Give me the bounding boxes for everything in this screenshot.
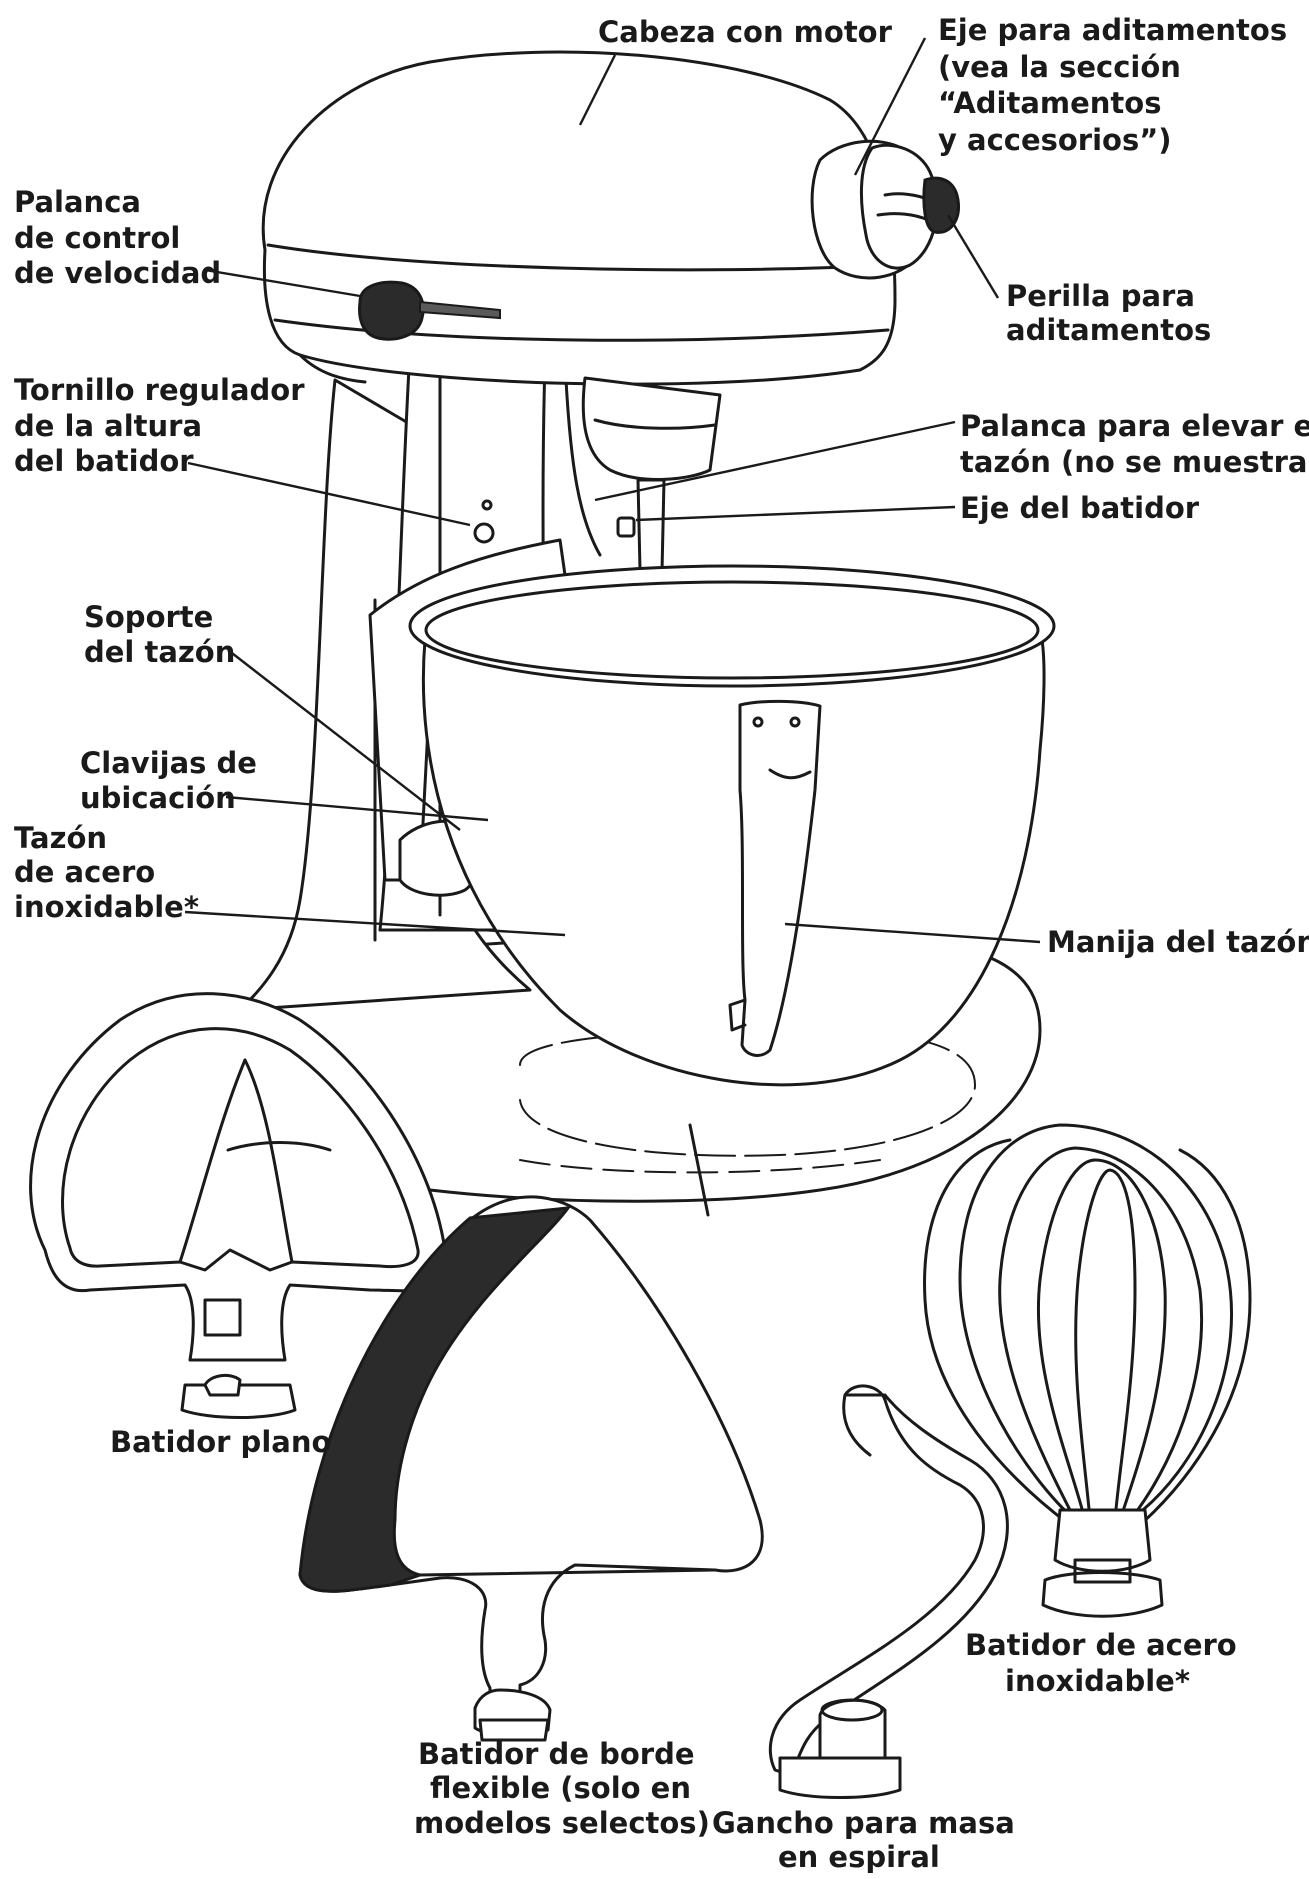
label-attachment-hub-line-2: (vea la sección [938, 50, 1181, 84]
label-bowl-line-1: Tazón [14, 821, 107, 855]
speed-lever-knob-icon [358, 280, 425, 341]
flex-edge-icon [298, 1206, 572, 1593]
leader-bowl [184, 910, 566, 937]
label-whip-line-2: inoxidable* [1005, 1664, 1190, 1698]
leader-bowl-support [227, 649, 461, 831]
label-bowl-support-line-1: Soporte [84, 600, 213, 634]
label-height-screw-line-1: Tornillo regulador [14, 373, 305, 407]
leader-beater-shaft [635, 505, 956, 522]
label-whip-line-1: Batidor de acero [965, 1628, 1237, 1662]
label-speed-lever-line-2: de control [14, 221, 180, 255]
label-dough-hook-line-1: Gancho para masa [712, 1806, 1015, 1840]
leader-speed-lever [204, 268, 361, 298]
flat-beater-illustration [29, 992, 448, 1419]
label-bowl-line-2: de acero [14, 855, 155, 889]
leader-bowl-lift [594, 420, 956, 502]
label-attachment-hub-line-4: y accesorios”) [938, 123, 1172, 157]
label-beater-shaft: Eje del batidor [960, 491, 1200, 525]
leader-bowl-handle [784, 922, 1041, 944]
leader-height-screw [187, 461, 471, 527]
leader-motor-head [578, 54, 617, 126]
label-motor-head: Cabeza con motor [598, 15, 893, 49]
label-bowl-lift-line-1: Palanca para elevar el [960, 409, 1309, 443]
wire-whip-illustration [923, 1123, 1252, 1618]
label-locating-pins-line-1: Clavijas de [80, 746, 257, 780]
label-speed-lever-line-3: de velocidad [14, 256, 221, 290]
label-attachment-hub-line-3: “Aditamentos [938, 86, 1161, 120]
label-flex-beater-line-2: flexible (solo en [430, 1771, 691, 1805]
leader-lines [184, 37, 1041, 944]
label-bowl-support-line-2: del tazón [84, 635, 235, 669]
label-height-screw-line-3: del batidor [14, 444, 194, 478]
bowl-handle-icon [738, 699, 822, 1057]
label-bowl-handle: Manija del tazón* [1047, 925, 1309, 959]
height-screw-icon [473, 522, 495, 544]
motor-head [261, 50, 960, 481]
label-attachment-knob-line-2: aditamentos [1006, 313, 1211, 347]
labels: Cabeza con motor Eje para aditamentos (v… [14, 13, 1309, 1874]
label-flex-beater-line-3: modelos selectos) [414, 1806, 710, 1840]
dough-hook-illustration [768, 1384, 1009, 1799]
leader-attachment-hub [853, 37, 927, 176]
label-attachment-hub-line-1: Eje para aditamentos [938, 13, 1287, 47]
stainless-bowl [408, 564, 1056, 1087]
label-height-screw-line-2: de la altura [14, 409, 202, 443]
label-attachment-knob-line-1: Perilla para [1006, 279, 1195, 313]
label-dough-hook-line-2: en espiral [778, 1840, 940, 1874]
leader-locating-pins [225, 795, 489, 822]
label-flat-beater: Batidor plano [110, 1425, 331, 1459]
leader-attachment-knob [946, 214, 1000, 299]
label-flex-beater-line-1: Batidor de borde [418, 1737, 695, 1771]
flex-edge-beater-illustration [298, 1195, 764, 1742]
label-bowl-line-3: inoxidable* [14, 890, 199, 924]
label-bowl-lift-line-2: tazón (no se muestra) [960, 445, 1309, 479]
label-speed-lever-line-1: Palanca [14, 185, 141, 219]
label-locating-pins-line-2: ubicación [80, 781, 236, 815]
stand-mixer-illustration [230, 50, 1056, 1217]
